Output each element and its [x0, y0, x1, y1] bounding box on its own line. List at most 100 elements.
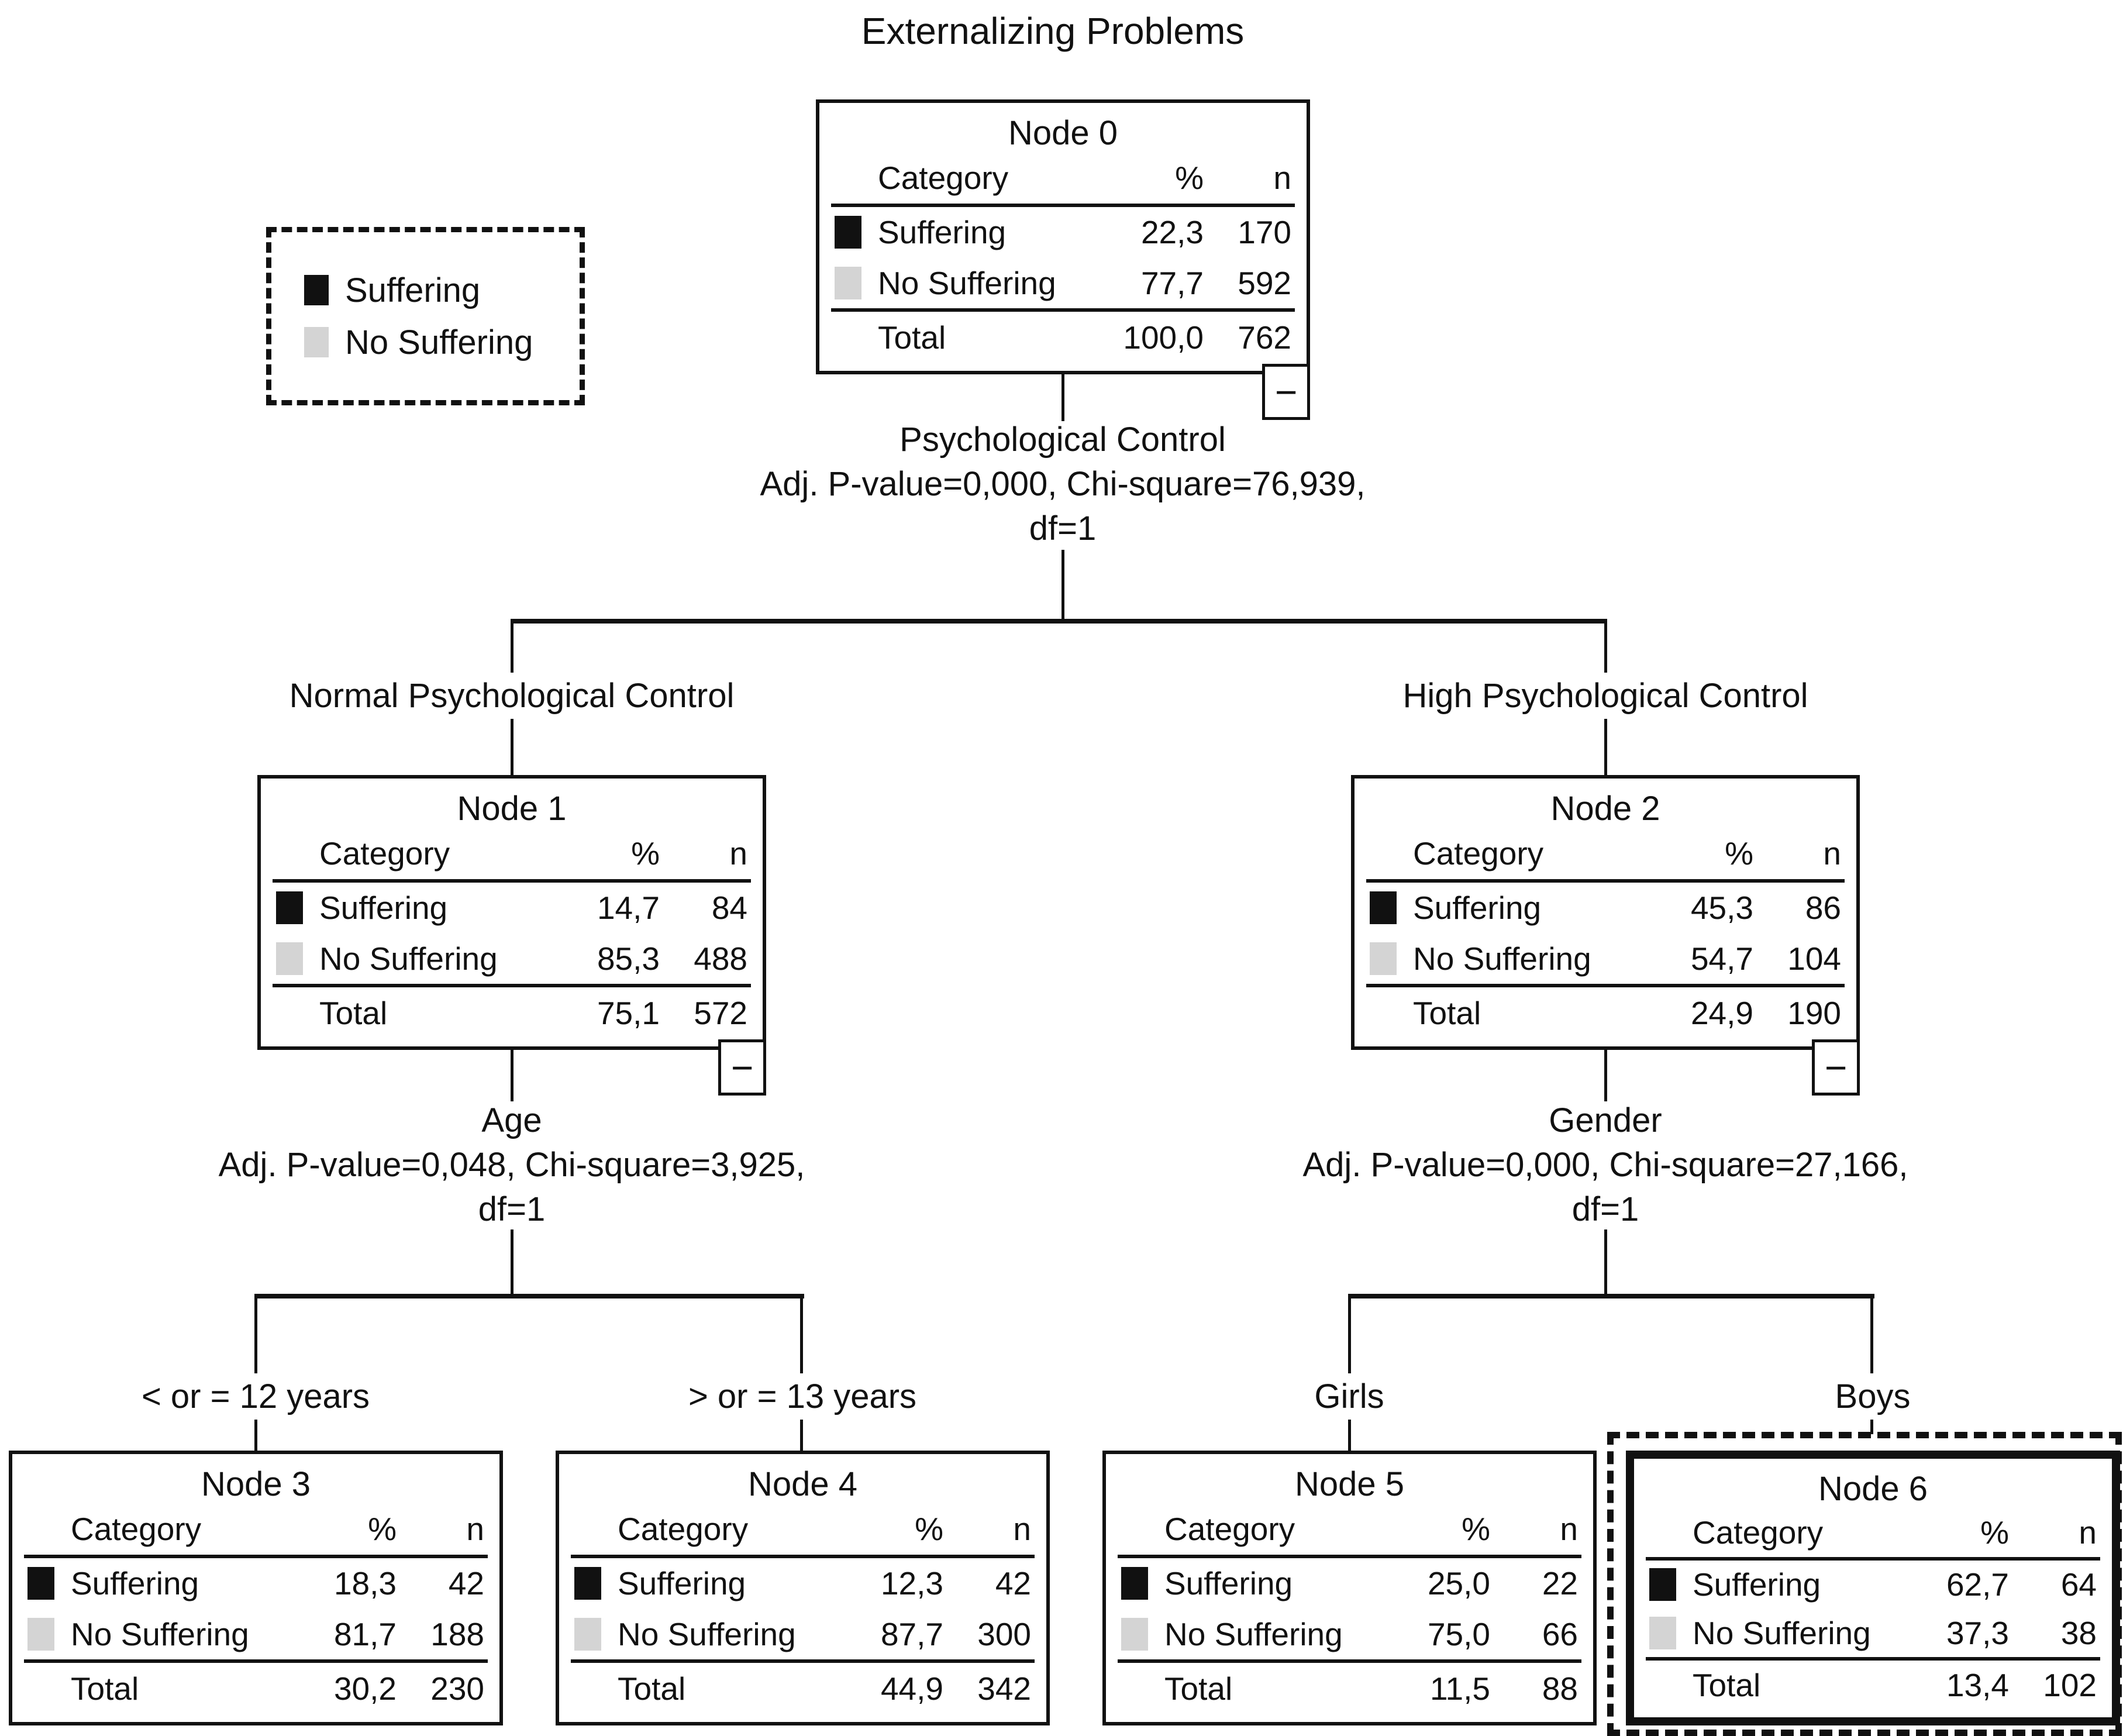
- node-5-title: Node 5: [1294, 1465, 1405, 1503]
- category-label: Suffering: [618, 1565, 746, 1602]
- branch-label-le12: < or = 12 years: [130, 1373, 381, 1420]
- split-age: Age Adj. P-value=0,048, Chi-square=3,925…: [219, 1098, 805, 1232]
- node-0-total-row: Total 100,0 762: [819, 312, 1307, 363]
- col-header-percent: %: [368, 1511, 397, 1548]
- node-3-header-row: Category % n: [12, 1504, 499, 1555]
- category-label: No Suffering: [618, 1616, 796, 1652]
- node-2-box[interactable]: Node 2 Category % n Suffering 45,3 86 No…: [1351, 775, 1860, 1096]
- divider: [831, 203, 1295, 207]
- node-0-row-no-suffering: No Suffering 77,7 592: [819, 258, 1307, 309]
- node-4-title: Node 4: [747, 1465, 858, 1503]
- percent-value: 85,3: [597, 940, 660, 977]
- no-suffering-swatch-icon: [574, 1617, 601, 1651]
- n-value: 38: [2060, 1614, 2097, 1651]
- legend-swatch-suffering-icon: [304, 275, 329, 305]
- node-5-row-suffering: Suffering 25,0 22: [1106, 1558, 1593, 1609]
- total-percent-value: 24,9: [1690, 994, 1753, 1031]
- node-6-box[interactable]: Node 6 Category % n Suffering 62,7 64 No…: [1626, 1451, 2120, 1725]
- percent-value: 77,7: [1140, 264, 1204, 301]
- node-5-header-row: Category % n: [1106, 1504, 1593, 1555]
- split-gender-df: df=1: [1571, 1190, 1639, 1228]
- node-5-box[interactable]: Node 5 Category % n Suffering 25,0 22 No…: [1102, 1451, 1597, 1725]
- connector-age-lower: [511, 1229, 513, 1297]
- percent-value: 87,7: [880, 1616, 943, 1652]
- node-3-total-row: Total 30,2 230: [12, 1663, 499, 1714]
- no-suffering-swatch-icon: [1121, 1617, 1148, 1651]
- total-n-value: 572: [694, 994, 747, 1031]
- percent-value: 45,3: [1690, 890, 1753, 926]
- percent-value: 75,0: [1427, 1616, 1490, 1652]
- col-header-percent: %: [1980, 1514, 2009, 1551]
- tree-title: Externalizing Problems: [861, 10, 1245, 52]
- category-label: Suffering: [878, 214, 1007, 251]
- total-percent-value: 13,4: [1946, 1666, 2009, 1703]
- divider: [1646, 1657, 2100, 1661]
- split-root-df: df=1: [1029, 509, 1097, 547]
- category-label: No Suffering: [878, 264, 1056, 301]
- col-header-percent: %: [1462, 1511, 1490, 1548]
- total-label: Total: [1693, 1666, 1761, 1703]
- total-n-value: 88: [1542, 1670, 1578, 1707]
- total-percent-value: 30,2: [333, 1670, 397, 1707]
- split-gender-variable: Gender: [1549, 1101, 1662, 1139]
- total-percent-value: 75,1: [597, 994, 660, 1031]
- total-label: Total: [618, 1670, 686, 1707]
- connector-root-bar: [511, 619, 1607, 624]
- node-0-box[interactable]: Node 0 Category % n Suffering 22,3 170 N…: [816, 99, 1310, 420]
- node-1-collapse-button[interactable]: −: [718, 1039, 766, 1096]
- col-header-category: Category: [1413, 835, 1544, 872]
- split-age-stats: Adj. P-value=0,048, Chi-square=3,925,: [218, 1146, 805, 1184]
- col-header-category: Category: [1164, 1511, 1295, 1548]
- no-suffering-swatch-icon: [835, 266, 861, 299]
- node-0-title: Node 0: [1008, 114, 1118, 152]
- split-gender-stats: Adj. P-value=0,000, Chi-square=27,166,: [1302, 1146, 1908, 1184]
- col-header-category: Category: [878, 160, 1009, 197]
- node-2-header-row: Category % n: [1355, 828, 1856, 879]
- connector-gender-upper: [1604, 1049, 1607, 1101]
- node-6-row-suffering: Suffering 62,7 64: [1634, 1561, 2112, 1609]
- branch-label-high: High Psychological Control: [1392, 673, 1819, 719]
- col-header-percent: %: [631, 835, 660, 872]
- legend-item-no-suffering: No Suffering: [304, 323, 580, 362]
- percent-value: 37,3: [1946, 1614, 2009, 1651]
- suffering-swatch-icon: [1370, 891, 1397, 925]
- col-header-category: Category: [1693, 1514, 1824, 1551]
- node-3-title: Node 3: [201, 1465, 311, 1503]
- split-age-variable: Age: [481, 1101, 542, 1139]
- no-suffering-swatch-icon: [27, 1617, 54, 1651]
- node-0-collapse-button[interactable]: −: [1262, 364, 1310, 420]
- divider: [273, 879, 751, 883]
- divider: [273, 984, 751, 988]
- legend-label-no-suffering: No Suffering: [345, 323, 533, 361]
- split-gender: Gender Adj. P-value=0,000, Chi-square=27…: [1302, 1098, 1908, 1232]
- n-value: 84: [711, 890, 747, 926]
- suffering-swatch-icon: [27, 1567, 54, 1600]
- node-2-collapse-button[interactable]: −: [1812, 1039, 1860, 1096]
- node-4-box[interactable]: Node 4 Category % n Suffering 12,3 42 No…: [556, 1451, 1050, 1725]
- connector-age-bar: [254, 1294, 804, 1298]
- percent-value: 25,0: [1427, 1565, 1490, 1602]
- n-value: 592: [1238, 264, 1291, 301]
- divider: [1366, 984, 1845, 988]
- node-1-row-suffering: Suffering 14,7 84: [261, 883, 763, 934]
- node-6-title: Node 6: [1818, 1470, 1928, 1508]
- connector-root-lower: [1062, 550, 1064, 622]
- divider: [571, 1659, 1035, 1663]
- node-3-box[interactable]: Node 3 Category % n Suffering 18,3 42 No…: [9, 1451, 503, 1725]
- col-header-percent: %: [1725, 835, 1753, 872]
- category-label: No Suffering: [1413, 940, 1591, 977]
- divider: [24, 1659, 488, 1663]
- node-1-title: Node 1: [457, 790, 567, 828]
- node-1-box[interactable]: Node 1 Category % n Suffering 14,7 84 No…: [257, 775, 766, 1096]
- col-header-n: n: [2079, 1514, 2097, 1551]
- n-value: 66: [1542, 1616, 1578, 1652]
- category-label: Suffering: [71, 1565, 199, 1602]
- category-label: No Suffering: [71, 1616, 249, 1652]
- suffering-swatch-icon: [574, 1567, 601, 1600]
- total-n-value: 342: [977, 1670, 1031, 1707]
- legend-box: Suffering No Suffering: [266, 227, 585, 405]
- n-value: 300: [977, 1616, 1031, 1652]
- branch-label-boys: Boys: [1824, 1373, 1921, 1420]
- divider: [831, 308, 1295, 312]
